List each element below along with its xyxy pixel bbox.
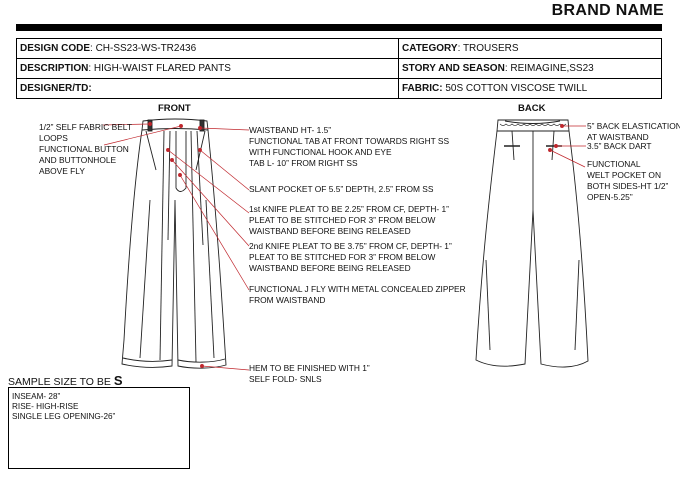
note-line: TAB L- 10” FROM RIGHT SS [249, 158, 358, 168]
note-line: 1st KNIFE PLEAT TO BE 2.25” FROM CF, DEP… [249, 204, 449, 214]
note-line: ABOVE FLY [39, 166, 85, 176]
designer-label: DESIGNER/TD: [20, 83, 92, 94]
button-note: FUNCTIONAL BUTTON AND BUTTONHOLE ABOVE F… [39, 144, 129, 177]
description-label: DESCRIPTION [20, 63, 89, 74]
brand-name: BRAND NAME [551, 2, 664, 19]
story-label: STORY AND SEASON [402, 63, 505, 74]
fly-note: FUNCTIONAL J FLY WITH METAL CONCEALED ZI… [249, 284, 466, 306]
note-line: HEM TO BE FINISHED WITH 1” [249, 363, 370, 373]
front-trouser-drawing [121, 118, 227, 369]
pleat2-note: 2nd KNIFE PLEAT TO BE 3.75” FROM CF, DEP… [249, 241, 452, 274]
note-line: 2nd KNIFE PLEAT TO BE 3.75” FROM CF, DEP… [249, 241, 452, 251]
note-line: WELT POCKET ON [587, 170, 661, 180]
info-row: DESIGN CODE: CH-SS23-WS-TR2436 CATEGORY:… [16, 38, 662, 59]
hem-note: HEM TO BE FINISHED WITH 1” SELF FOLD- SN… [249, 363, 370, 385]
note-line: BOTH SIDES-HT 1/2” [587, 181, 669, 191]
fabric-value: 50S COTTON VISCOSE TWILL [442, 83, 588, 94]
note-line: AT WAISTBAND [587, 132, 649, 142]
back-view-label: BACK [518, 103, 546, 114]
measurement-line: SINGLE LEG OPENING-26” [12, 412, 116, 421]
belt-loop-note: 1/2” SELF FABRIC BELT LOOPS [39, 122, 132, 144]
info-row: DESIGNER/TD: FABRIC: 50S COTTON VISCOSE … [16, 78, 662, 99]
note-line: WITH FUNCTIONAL HOOK AND EYE [249, 147, 392, 157]
note-line: 3.5” BACK DART [587, 141, 652, 151]
sample-size-value: S [113, 373, 123, 388]
welt-pocket-note: FUNCTIONAL WELT POCKET ON BOTH SIDES-HT … [587, 159, 668, 203]
note-line: 1/2” SELF FABRIC BELT [39, 122, 132, 132]
description-value: : HIGH-WAIST FLARED PANTS [88, 63, 231, 74]
note-line: PLEAT TO BE STITCHED FOR 3” FROM BELOW [249, 215, 436, 225]
story-value: : REIMAGINE,SS23 [504, 63, 594, 74]
back-elastication-note: 5” BACK ELASTICATION AT WAISTBAND [587, 121, 680, 143]
note-line: WAISTBAND BEFORE BEING RELEASED [249, 226, 411, 236]
design-code-label: DESIGN CODE [20, 43, 91, 54]
design-code-value: : CH-SS23-WS-TR2436 [90, 43, 197, 54]
category-value: : TROUSERS [457, 43, 519, 54]
back-trouser-drawing [475, 119, 589, 368]
note-line: FUNCTIONAL J FLY WITH METAL CONCEALED ZI… [249, 284, 466, 294]
spec-info-table: DESIGN CODE: CH-SS23-WS-TR2436 CATEGORY:… [16, 38, 662, 99]
note-line: AND BUTTONHOLE [39, 155, 117, 165]
note-line: SLANT POCKET OF 5.5” DEPTH, 2.5” FROM SS [249, 184, 434, 194]
fabric-label: FABRIC: [402, 83, 443, 94]
designer-cell: DESIGNER/TD: [16, 78, 399, 99]
back-dart-note: 3.5” BACK DART [587, 141, 652, 152]
sample-size-heading: SAMPLE SIZE TO BE S [8, 373, 123, 388]
note-line: OPEN-5.25” [587, 192, 633, 202]
note-line: PLEAT TO BE STITCHED FOR 3” FROM BELOW [249, 252, 436, 262]
note-line: LOOPS [39, 133, 68, 143]
fabric-cell: FABRIC: 50S COTTON VISCOSE TWILL [398, 78, 662, 99]
pleat1-note: 1st KNIFE PLEAT TO BE 2.25” FROM CF, DEP… [249, 204, 449, 237]
callout-leader-lines [102, 122, 586, 371]
note-line: FROM WAISTBAND [249, 295, 326, 305]
note-line: WAISTBAND BEFORE BEING RELEASED [249, 263, 411, 273]
pocket-note: SLANT POCKET OF 5.5” DEPTH, 2.5” FROM SS [249, 184, 433, 195]
note-line: WAISTBAND HT- 1.5” [249, 125, 332, 135]
measurement-box: INSEAM- 28” RISE- HIGH-RISE SINGLE LEG O… [8, 387, 190, 469]
note-line: FUNCTIONAL TAB AT FRONT TOWARDS RIGHT SS [249, 136, 450, 146]
measurement-line: RISE- HIGH-RISE [12, 402, 79, 411]
note-line: SELF FOLD- SNLS [249, 374, 322, 384]
note-line: 5” BACK ELASTICATION [587, 121, 680, 131]
category-label: CATEGORY [402, 43, 458, 54]
header-bar [16, 24, 662, 31]
measurement-line: INSEAM- 28” [12, 392, 61, 401]
waistband-note: WAISTBAND HT- 1.5” FUNCTIONAL TAB AT FRO… [249, 125, 449, 169]
note-line: FUNCTIONAL [587, 159, 641, 169]
sample-size-label: SAMPLE SIZE TO BE [8, 376, 114, 388]
note-line: FUNCTIONAL BUTTON [39, 144, 129, 154]
front-view-label: FRONT [158, 103, 191, 114]
